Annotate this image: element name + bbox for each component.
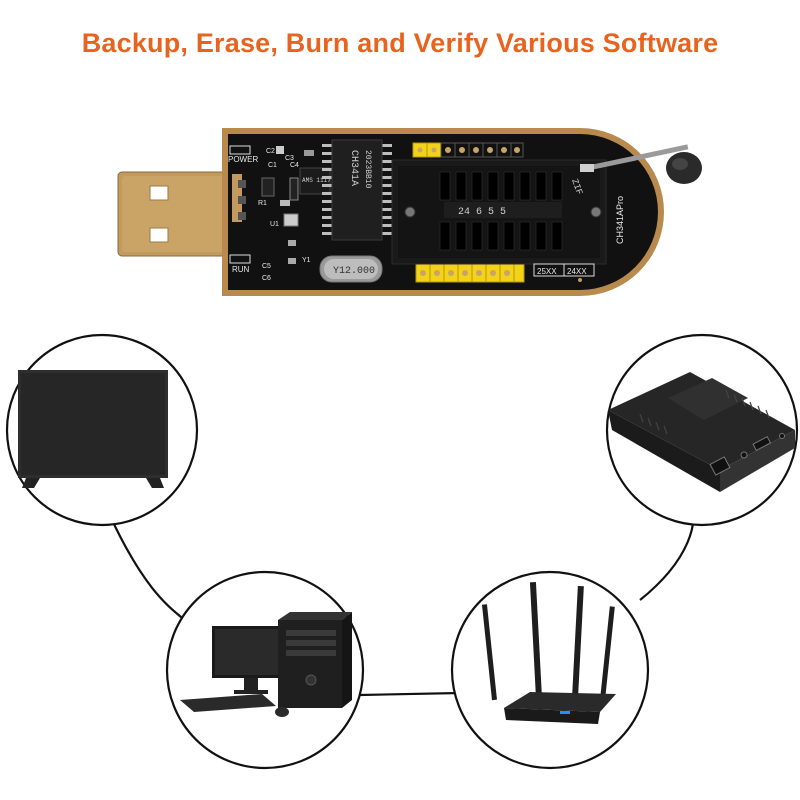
usb-plug (117, 171, 231, 257)
header-bottom (415, 263, 525, 283)
label-24xx: 24XX (567, 267, 587, 276)
label-power: POWER (228, 155, 258, 164)
headline: Backup, Erase, Burn and Verify Various S… (81, 28, 719, 58)
label-c3: C3 (285, 155, 294, 162)
chip-marking: CH341A (348, 150, 359, 186)
label-c5: C5 (262, 263, 271, 270)
crystal: Y12.000 (319, 255, 383, 283)
ch341a-programmer: POWER RUN C2 C1 C3 C4 R1 U1 C5 C6 Y1 AMS… (117, 128, 702, 296)
device-desktop-computer (165, 570, 365, 770)
crystal-marking: Y12.000 (333, 266, 375, 277)
voltage-regulator: AMS 1117 3.3 (299, 167, 346, 195)
label-c6: C6 (262, 275, 271, 282)
label-r1: R1 (258, 200, 267, 207)
device-wifi-router (450, 570, 650, 770)
tv-icon (18, 370, 168, 488)
zif-socket: 24 6 5 5 ZIF (391, 144, 702, 265)
label-c1: C1 (268, 162, 277, 169)
socket-code: 24 6 5 5 (458, 207, 506, 218)
tv-box-icon (608, 372, 795, 492)
header-top (412, 142, 524, 158)
label-model: CH341APro (615, 196, 625, 244)
label-u1: U1 (270, 221, 279, 228)
device-tv-box (605, 333, 799, 527)
regulator-marking: AMS 1117 3.3 (302, 177, 346, 184)
label-c4: C4 (290, 162, 299, 169)
device-tv (5, 333, 199, 527)
wifi-router-icon (481, 582, 616, 724)
label-25xx: 25XX (537, 267, 557, 276)
label-y1: Y1 (302, 257, 311, 264)
label-c2: C2 (266, 148, 275, 155)
desktop-computer-icon (180, 612, 352, 717)
ch341a-chip: CH341A 2023BB10 (322, 139, 392, 241)
label-run: RUN (232, 265, 250, 274)
chip-code: 2023BB10 (363, 150, 372, 189)
